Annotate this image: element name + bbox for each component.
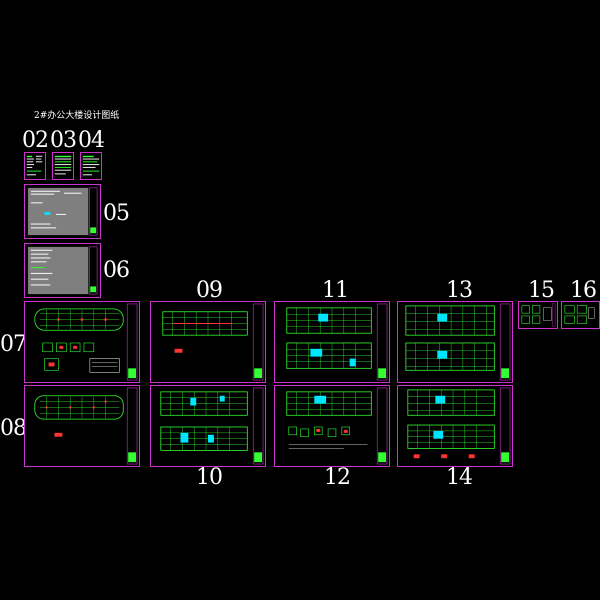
- drawing-set-title: 2#办公大楼设计图纸: [34, 111, 120, 121]
- sheet-number-14: 14: [446, 465, 473, 490]
- sheet-number-05: 05: [103, 201, 130, 226]
- sheet-number-07: 07: [0, 332, 27, 357]
- sheet-09-column-plan[interactable]: [150, 301, 266, 383]
- sheet-number-10: 10: [196, 465, 223, 490]
- sheet-number-04: 04: [78, 128, 105, 153]
- sheet-number-16: 16: [570, 278, 597, 303]
- sheet-13-slab-plan[interactable]: [397, 301, 513, 383]
- sheet-12-beam-detail[interactable]: [274, 385, 390, 467]
- sheet-14-roof-plan[interactable]: [397, 385, 513, 467]
- sheet-08-foundation-detail[interactable]: [24, 385, 140, 467]
- sheet-06-notes[interactable]: [24, 243, 101, 298]
- sheet-11-beam-plan[interactable]: [274, 301, 390, 383]
- sheet-number-09: 09: [196, 278, 223, 303]
- sheet-15-stair-detail[interactable]: [518, 301, 558, 329]
- sheet-number-06: 06: [103, 258, 130, 283]
- sheet-10-floor-plan[interactable]: [150, 385, 266, 467]
- sheet-07-foundation-plan[interactable]: [24, 301, 140, 383]
- sheet-02-thumbnail[interactable]: [24, 152, 46, 180]
- sheet-number-08: 08: [0, 416, 27, 441]
- sheet-number-12: 12: [324, 465, 351, 490]
- sheet-05-notes[interactable]: [24, 184, 101, 239]
- sheet-number-13: 13: [446, 278, 473, 303]
- sheet-number-03: 03: [50, 128, 77, 153]
- sheet-03-thumbnail[interactable]: [52, 152, 74, 180]
- sheet-16-details[interactable]: [561, 301, 600, 329]
- sheet-number-11: 11: [322, 278, 349, 303]
- sheet-number-15: 15: [528, 278, 555, 303]
- sheet-number-02: 02: [22, 128, 49, 153]
- sheet-04-thumbnail[interactable]: [80, 152, 102, 180]
